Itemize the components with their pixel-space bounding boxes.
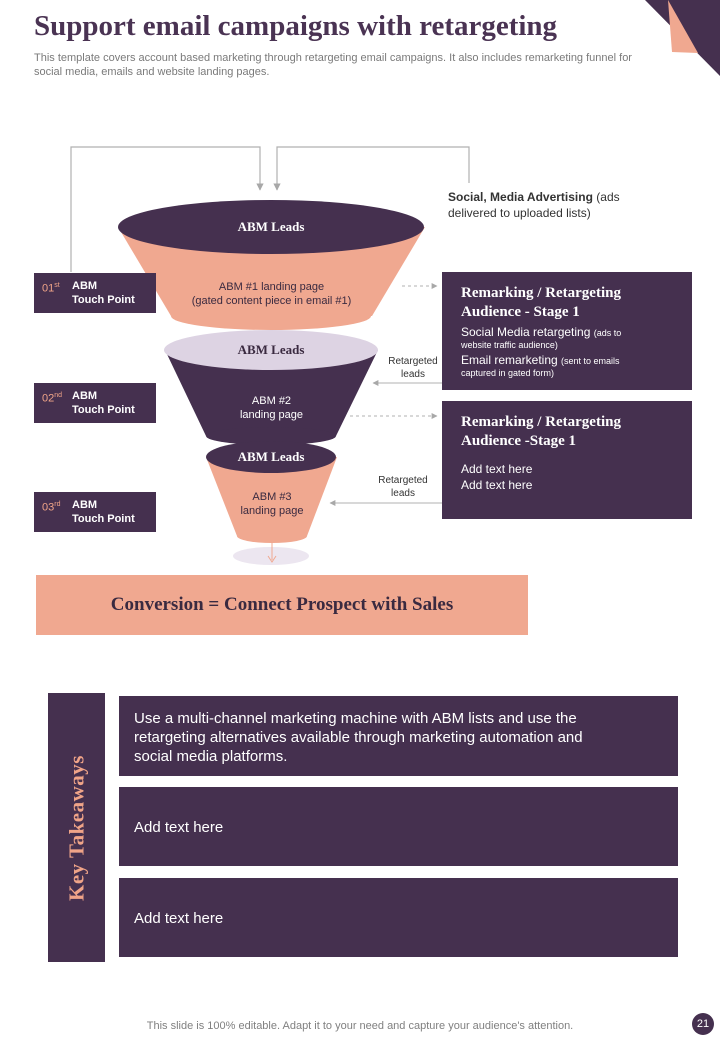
funnel-stage-2-bottom [206,427,336,445]
funnel-stage-3-landing-line1: ABM #3 [252,491,292,503]
conversion-banner: Conversion = Connect Prospect with Sales [36,575,528,635]
funnel-stage-3-top [206,441,336,473]
remarketing-box-1-items: Social Media retargeting (ads to website… [461,325,622,378]
takeaway-item-2: Add text here [119,787,678,866]
funnel-stage-2-landing-line2: landing page [239,409,303,421]
key-takeaways-label-box: Key Takeaways [48,693,105,962]
funnel-stage-3-landing-line2: landing page [240,505,304,517]
takeaway-item-3-text: Add text here [134,910,224,927]
corner-triangle-peach [668,0,698,53]
funnel-outlet-arrowhead [267,555,277,563]
social-note-rest-2: delivered to uploaded lists) [448,206,591,220]
funnel-stage-1-landing: ABM #1 landing page (gated content piece… [150,280,393,308]
feedback-line-right [273,146,470,191]
remarketing-box-2-heading: Remarking / Retargeting Audience -Stage … [461,414,621,449]
feedback-line-left [70,146,264,272]
page-number: 21 [692,1013,714,1035]
funnel-stage-3-lead-label: ABM Leads [237,449,305,464]
key-takeaways-label: Key Takeaways [64,754,88,901]
touch-point-1-number: 01st [42,282,60,295]
social-note-rest-1: (ads [592,190,620,204]
funnel-stage-2-lead-label: ABM Leads [237,342,305,357]
funnel-stage-1-top [118,200,424,254]
funnel-stage-1-landing-line2: (gated content piece in email #1) [191,295,352,307]
page-title: Support email campaigns with retargeting [34,10,558,42]
funnel-stage-1-lead-label: ABM Leads [237,219,305,234]
funnel-stage-3-landing: ABM #3 landing page [212,490,332,518]
social-note-bold: Social, Media Advertising [448,190,593,204]
footer-note: This slide is 100% editable. Adapt it to… [146,1020,574,1032]
remarketing-box-2-items: Add text here Add text here [461,462,533,492]
funnel-stage-2-landing: ABM #2 landing page [200,394,343,422]
funnel-stage-3-body [206,457,337,536]
takeaway-item-3: Add text here [119,878,678,957]
social-media-note: Social, Media Advertising (ads delivered… [448,189,620,221]
remarketing-box-2: Remarking / Retargeting Audience -Stage … [442,401,692,519]
funnel-stage-2-landing-line1: ABM #2 [251,395,292,407]
funnel-stage-1-landing-line1: ABM #1 landing page [218,281,325,293]
funnel-stage-1-bottom [171,302,371,330]
takeaway-item-1: Use a multi-channel marketing machine wi… [119,696,678,776]
takeaway-item-1-text: Use a multi-channel marketing machine wi… [134,710,583,765]
touch-point-3-number: 03rd [42,501,61,514]
page-subtitle: This template covers account based marke… [34,52,632,78]
remarketing-box-1-heading: Remarking / Retargeting Audience - Stage… [461,285,621,320]
funnel-stage-2-body [165,350,378,436]
conversion-text: Conversion = Connect Prospect with Sales [110,594,454,615]
remarketing-box-1: Remarking / Retargeting Audience - Stage… [442,272,692,390]
takeaway-item-2-text: Add text here [134,819,224,836]
touch-point-2-number: 02nd [42,392,63,405]
funnel-stage-2-top [164,330,378,370]
funnel-outlet [233,547,309,565]
